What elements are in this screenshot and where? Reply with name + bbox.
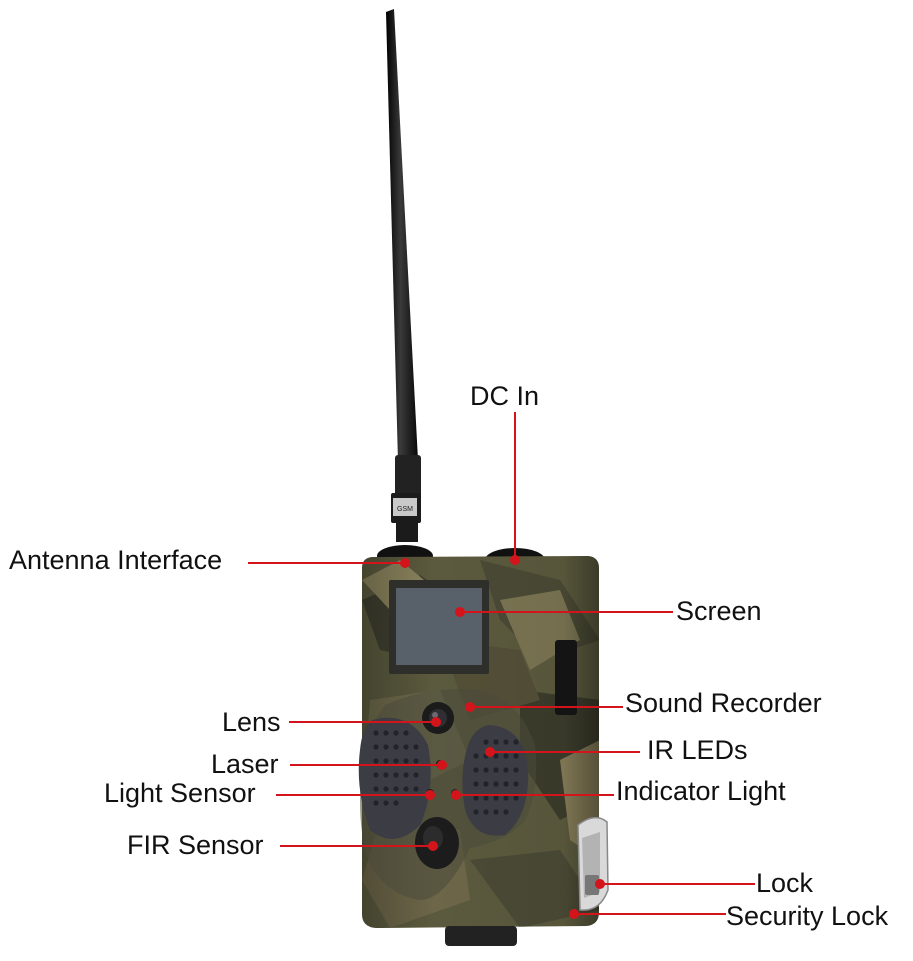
dot-ir-leds [485, 747, 495, 757]
dot-light-sensor [425, 790, 435, 800]
antenna-tag-text: GSM [397, 506, 413, 513]
ir-led-dot [403, 772, 409, 778]
dot-security-lock [569, 909, 579, 919]
ir-led-array [373, 730, 519, 815]
label-dc-in: DC In [470, 381, 540, 411]
ir-led-dot [413, 786, 419, 792]
ir-led-dot [393, 730, 399, 736]
ir-led-dot [373, 758, 379, 764]
ir-led-dot [383, 772, 389, 778]
ir-led-dot [373, 772, 379, 778]
ir-led-dot [493, 739, 499, 745]
ir-led-dot [513, 767, 519, 773]
lcd-screen [389, 580, 489, 674]
ir-led-dot [413, 744, 419, 750]
dot-dc-in [510, 555, 520, 565]
ir-led-dot [403, 730, 409, 736]
ir-led-dot [503, 767, 509, 773]
ir-led-dot [503, 753, 509, 759]
ir-led-dot [483, 739, 489, 745]
label-indicator-light: Indicator Light [616, 776, 786, 806]
ir-led-dot [473, 753, 479, 759]
ir-led-dot [393, 744, 399, 750]
label-antenna-interface: Antenna Interface [9, 545, 223, 575]
label-ir-leds: IR LEDs [647, 735, 748, 765]
label-laser: Laser [211, 749, 279, 779]
ir-led-dot [473, 781, 479, 787]
ir-led-dot [513, 781, 519, 787]
ir-led-dot [383, 744, 389, 750]
ir-led-dot [493, 809, 499, 815]
tripod-mount [445, 926, 517, 946]
ir-led-dot [483, 809, 489, 815]
ir-led-dot [473, 795, 479, 801]
ir-lobe-left [358, 717, 431, 839]
label-screen: Screen [676, 596, 762, 626]
ir-led-dot [483, 795, 489, 801]
ir-led-dot [403, 786, 409, 792]
ir-led-dot [483, 781, 489, 787]
dot-sound [465, 702, 475, 712]
label-fir-sensor: FIR Sensor [127, 830, 264, 860]
ir-led-dot [413, 772, 419, 778]
ir-led-dot [503, 781, 509, 787]
side-slot [555, 640, 577, 715]
ir-led-dot [473, 809, 479, 815]
ir-led-dot [513, 753, 519, 759]
ir-led-dot [393, 758, 399, 764]
ir-led-dot [493, 767, 499, 773]
ir-led-dot [403, 744, 409, 750]
label-sound-recorder: Sound Recorder [625, 688, 822, 718]
ir-led-dot [393, 772, 399, 778]
ir-led-dot [493, 795, 499, 801]
dot-antenna [400, 558, 410, 568]
ir-led-dot [493, 753, 499, 759]
ir-led-dot [383, 786, 389, 792]
ir-led-dot [393, 800, 399, 806]
ir-led-dot [503, 739, 509, 745]
ir-led-dot [383, 730, 389, 736]
ir-led-dot [503, 809, 509, 815]
ir-led-dot [513, 795, 519, 801]
ir-led-dot [503, 795, 509, 801]
ir-led-dot [383, 800, 389, 806]
ir-led-dot [413, 758, 419, 764]
ir-led-dot [393, 786, 399, 792]
dot-indicator [451, 790, 461, 800]
label-light-sensor: Light Sensor [104, 778, 256, 808]
ir-led-dot [373, 786, 379, 792]
label-lens: Lens [222, 707, 281, 737]
dot-fir [428, 841, 438, 851]
dot-laser [437, 760, 447, 770]
antenna [377, 9, 433, 567]
label-lock: Lock [756, 868, 814, 898]
lock-latch [577, 816, 609, 911]
ir-led-dot [373, 800, 379, 806]
dot-lock [595, 879, 605, 889]
label-security-lock: Security Lock [726, 901, 889, 931]
ir-led-dot [373, 730, 379, 736]
ir-led-dot [383, 758, 389, 764]
ir-led-dot [493, 781, 499, 787]
ir-led-dot [513, 739, 519, 745]
leader-lines [248, 412, 755, 919]
dot-lens [431, 717, 441, 727]
ir-led-dot [373, 744, 379, 750]
ir-led-dot [483, 767, 489, 773]
ir-led-dot [473, 767, 479, 773]
ir-led-dot [403, 758, 409, 764]
dot-screen [455, 607, 465, 617]
